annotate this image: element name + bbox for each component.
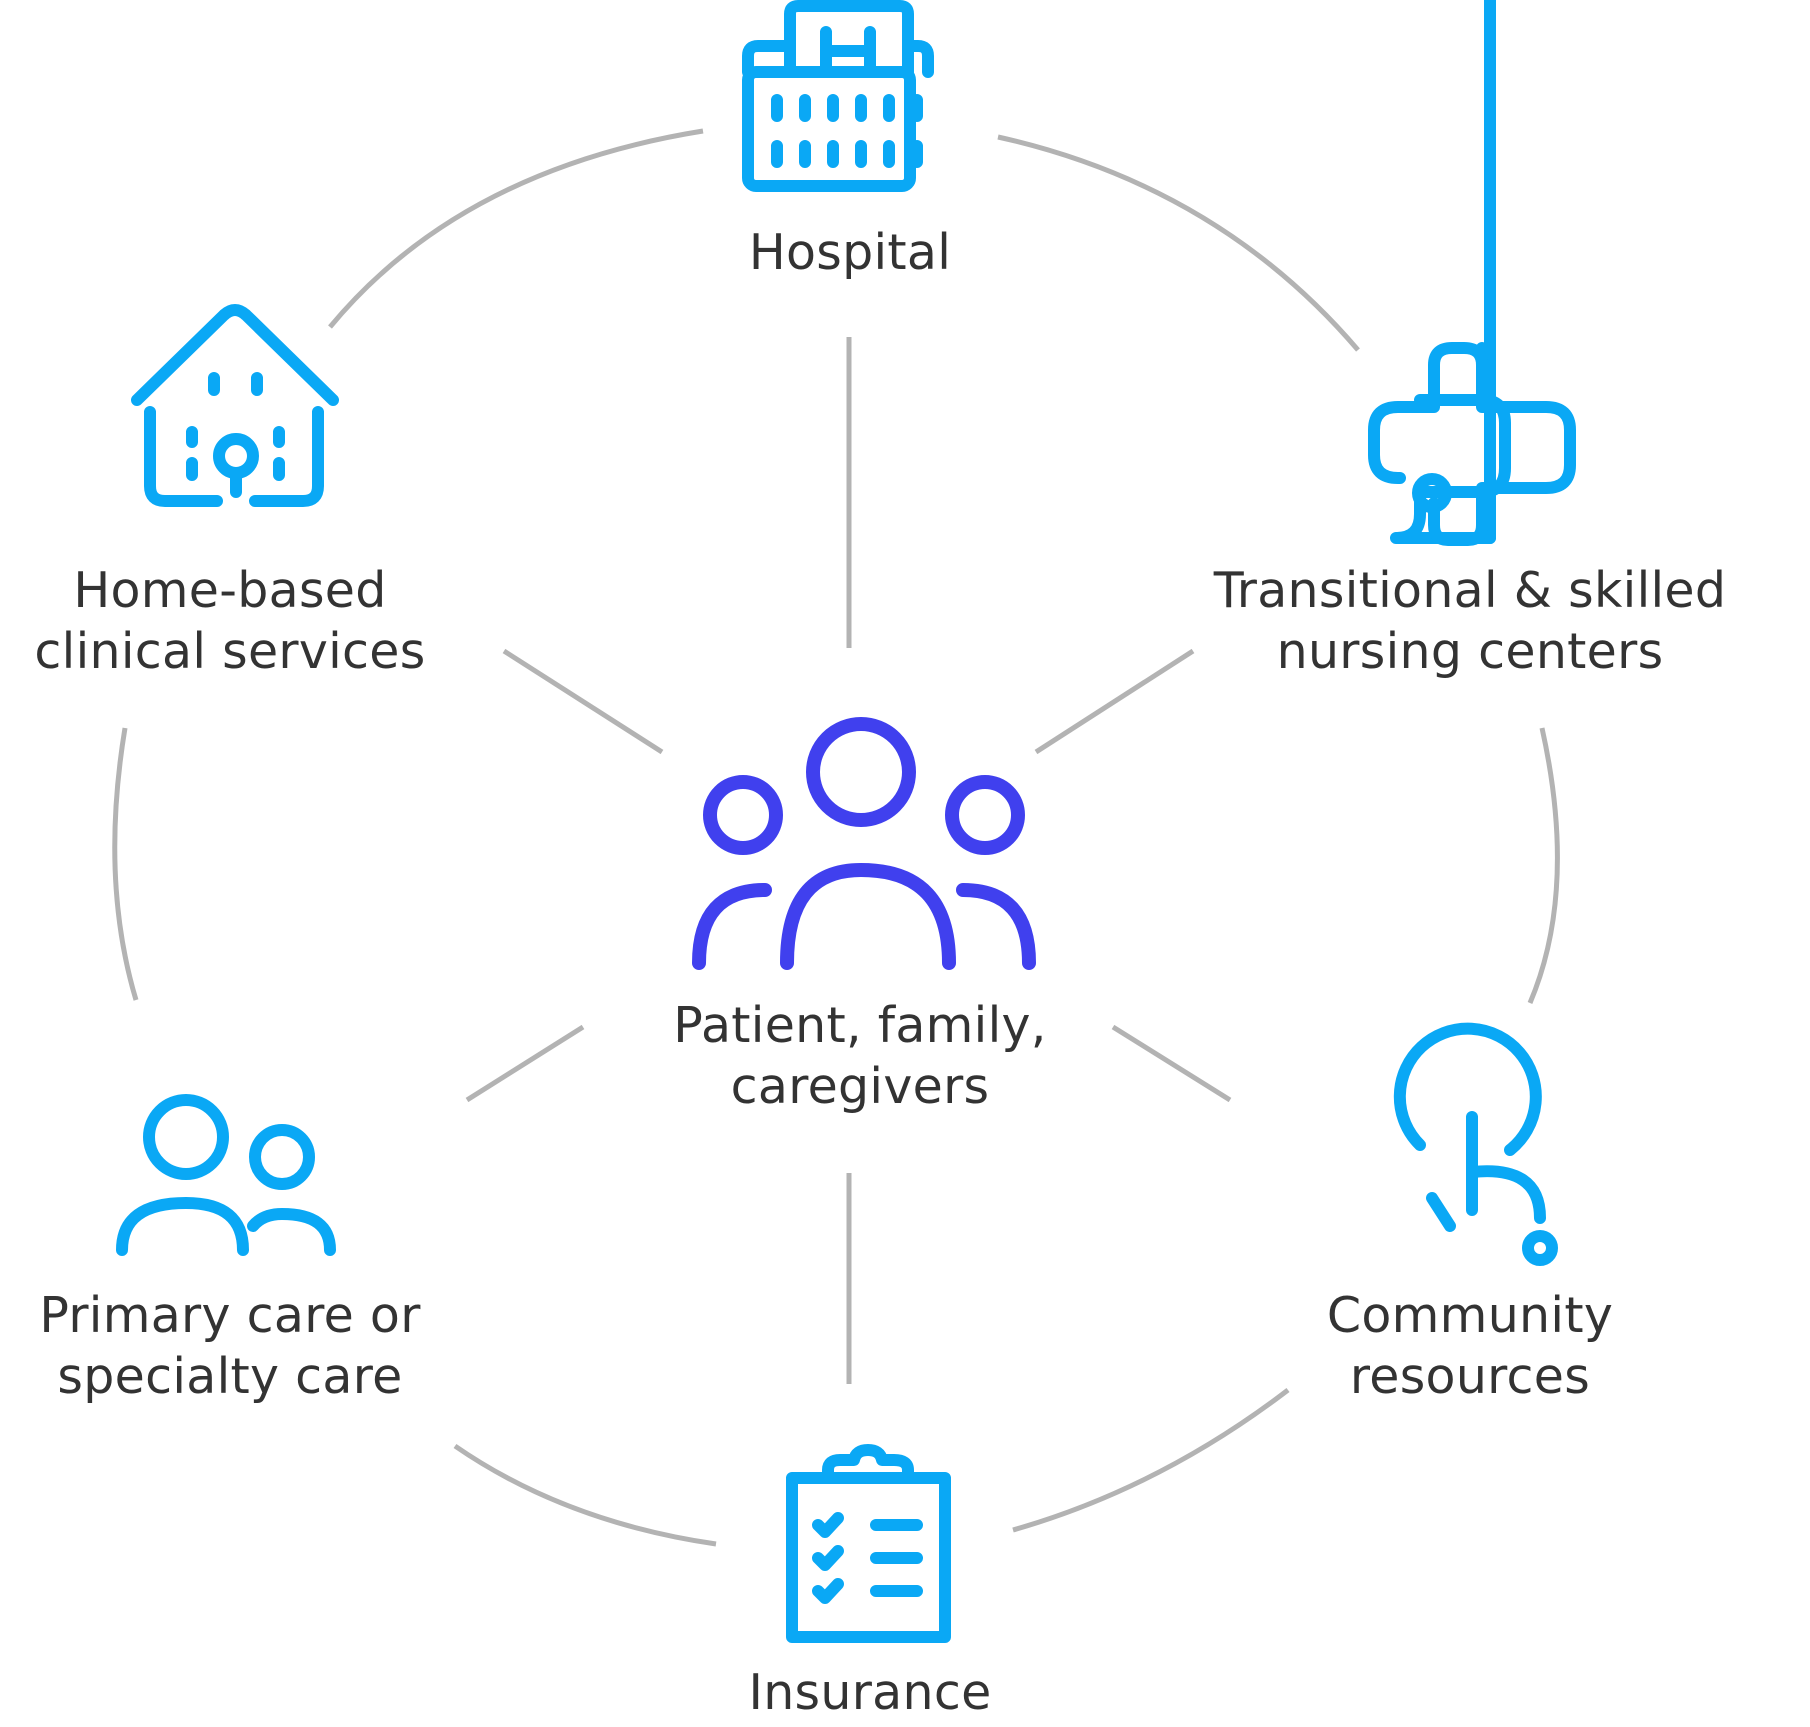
label-home: Home-based clinical services xyxy=(10,560,450,682)
label-primary-line-2: specialty care xyxy=(57,1348,403,1405)
spoke-home xyxy=(502,648,664,755)
label-community-line-1: Community xyxy=(1326,1287,1614,1344)
spoke-primary xyxy=(465,1024,585,1103)
hospital-icon xyxy=(742,0,934,192)
spoke-community xyxy=(1111,1024,1232,1103)
home-stethoscope-icon xyxy=(131,304,339,507)
two-people-icon xyxy=(116,1094,336,1256)
label-primary-line-1: Primary care or xyxy=(39,1287,421,1344)
label-home-line-2: clinical services xyxy=(34,623,426,680)
medical-cross-outline xyxy=(1368,342,1576,546)
people-group-icon xyxy=(692,717,1036,970)
outer-ring xyxy=(112,128,1560,1547)
medical-cross-icon xyxy=(1390,0,1511,544)
arc-primary-home xyxy=(112,727,139,1001)
label-home-line-1: Home-based xyxy=(73,562,387,619)
label-transitional-line-2: nursing centers xyxy=(1276,623,1664,680)
touch-pointer-icon xyxy=(1393,1022,1558,1266)
label-insurance: Insurance xyxy=(720,1662,1020,1723)
arc-hospital-transitional xyxy=(997,134,1360,352)
label-transitional: Transitional & skilled nursing centers xyxy=(1195,560,1745,682)
label-center-line-1: Patient, family, xyxy=(673,997,1047,1054)
arc-hospital-home xyxy=(328,128,704,329)
clipboard-checklist-icon xyxy=(786,1444,951,1643)
label-hospital: Hospital xyxy=(710,222,990,283)
spoke-transitional xyxy=(1034,648,1195,755)
label-hospital-line-1: Hospital xyxy=(748,224,952,281)
arc-community-insurance xyxy=(1012,1388,1290,1533)
label-center: Patient, family, caregivers xyxy=(650,995,1070,1117)
label-center-line-2: caregivers xyxy=(730,1058,990,1115)
arc-transitional-community xyxy=(1527,727,1560,1004)
label-community-line-2: resources xyxy=(1349,1348,1591,1405)
spokes xyxy=(465,337,1232,1384)
label-community: Community resources xyxy=(1300,1285,1640,1407)
arc-insurance-primary xyxy=(453,1443,717,1547)
label-primary: Primary care or specialty care xyxy=(10,1285,450,1407)
label-transitional-line-1: Transitional & skilled xyxy=(1213,562,1727,619)
label-insurance-line-1: Insurance xyxy=(748,1664,992,1721)
